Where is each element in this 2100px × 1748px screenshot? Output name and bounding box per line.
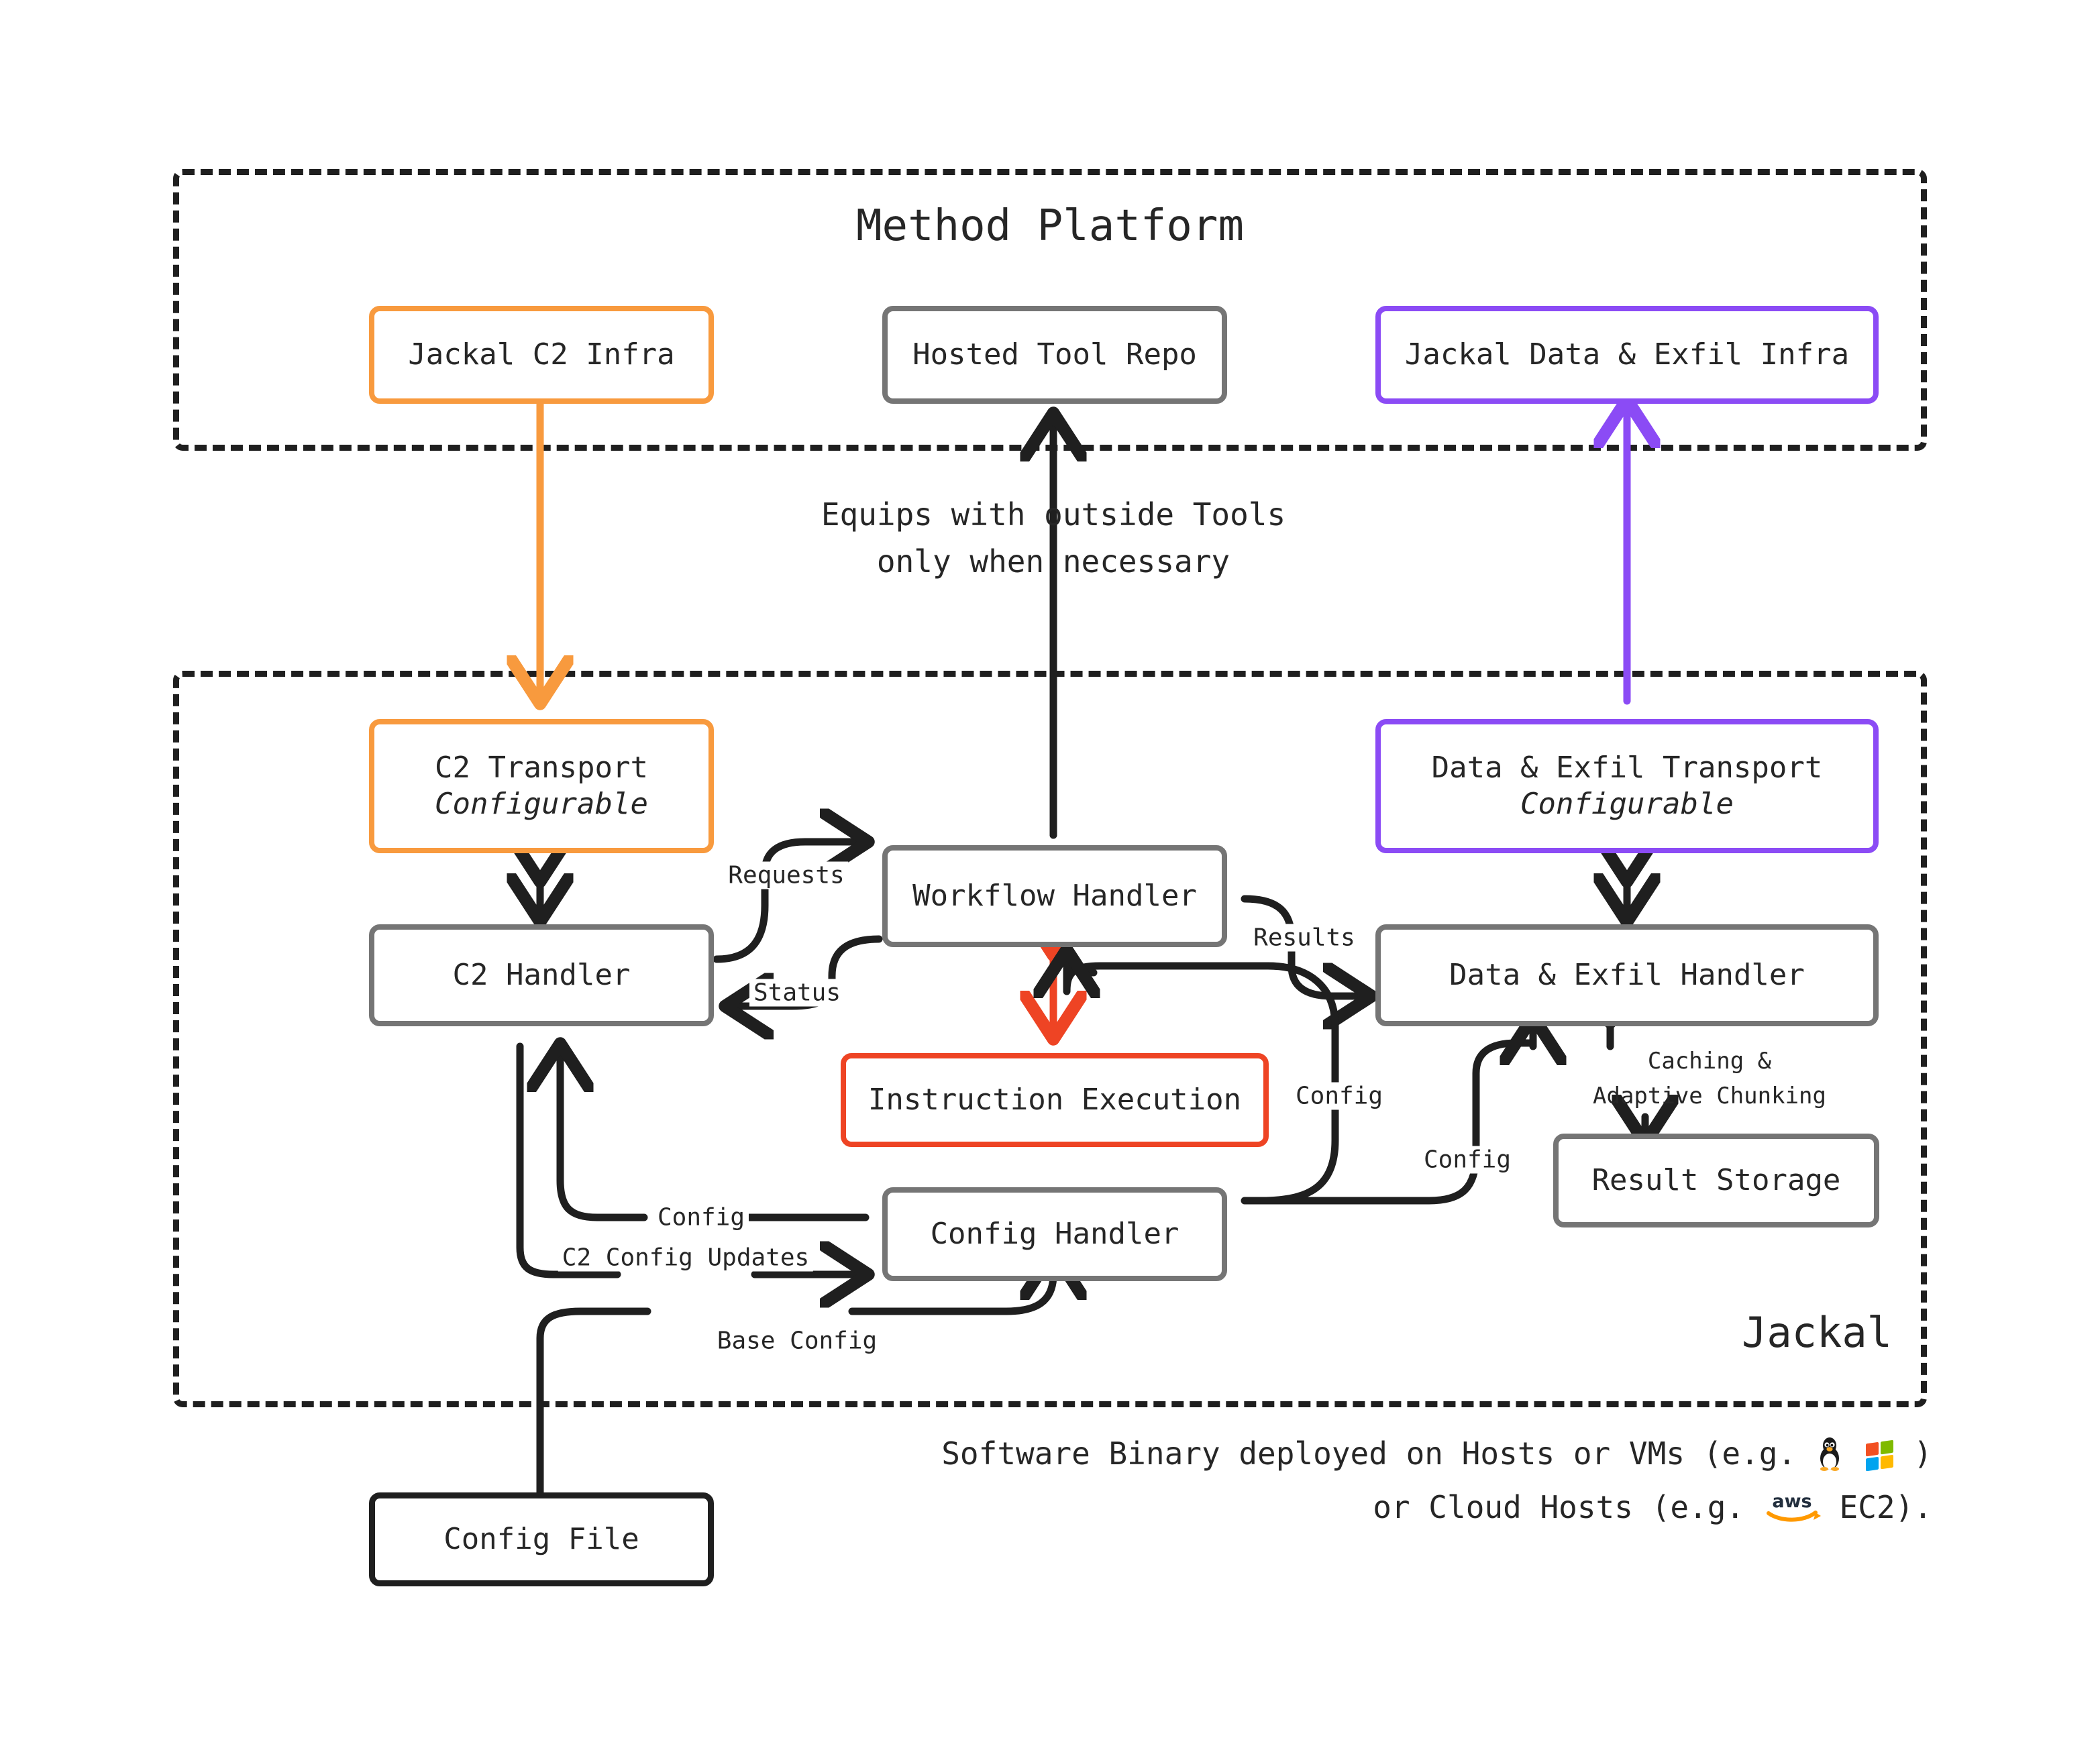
- edge-label-base-config: Base Config: [713, 1327, 882, 1355]
- edge-label-config-workflow: Config: [1291, 1082, 1387, 1110]
- footnote-line2: or Cloud Hosts (e.g. aws EC2).: [805, 1489, 1932, 1532]
- edge-label-config-datahandler: Config: [1419, 1146, 1516, 1174]
- node-c2-handler[interactable]: C2 Handler: [369, 924, 714, 1026]
- edge-label-caching-line1: Caching &: [1647, 1048, 1772, 1075]
- aws-logo-icon: aws: [1763, 1490, 1821, 1532]
- node-data-exfil-transport[interactable]: Data & Exfil Transport Configurable: [1375, 719, 1879, 853]
- node-workflow-handler[interactable]: Workflow Handler: [882, 845, 1227, 947]
- node-config-file[interactable]: Config File: [369, 1492, 714, 1586]
- linux-tux-icon: [1815, 1436, 1844, 1478]
- method-platform-title: Method Platform: [856, 201, 1244, 251]
- node-sublabel: Configurable: [435, 787, 648, 821]
- node-result-storage[interactable]: Result Storage: [1553, 1134, 1879, 1227]
- node-hosted-tool-repo[interactable]: Hosted Tool Repo: [882, 306, 1227, 404]
- node-label: Jackal C2 Infra: [408, 337, 675, 372]
- node-label: Jackal Data & Exfil Infra: [1404, 337, 1850, 372]
- footnote-line2-close: EC2).: [1839, 1489, 1932, 1525]
- node-label: Data & Exfil Transport: [1431, 751, 1823, 785]
- windows-logo-icon: [1863, 1439, 1895, 1478]
- node-label: C2 Transport: [435, 751, 648, 785]
- node-label: Instruction Execution: [868, 1083, 1242, 1117]
- edge-label-results: Results: [1249, 924, 1359, 952]
- edge-label-config-c2handler: Config: [653, 1203, 749, 1232]
- node-jackal-data-exfil-infra[interactable]: Jackal Data & Exfil Infra: [1375, 306, 1879, 404]
- node-label: Config File: [443, 1522, 639, 1557]
- footnote-line2-text: or Cloud Hosts (e.g.: [1373, 1489, 1745, 1525]
- footnote-line1: Software Binary deployed on Hosts or VMs…: [805, 1435, 1932, 1478]
- footnote-line1-close: ): [1913, 1435, 1932, 1472]
- footnote-line1-text: Software Binary deployed on Hosts or VMs…: [941, 1435, 1797, 1472]
- node-sublabel: Configurable: [1520, 787, 1734, 821]
- edge-label-c2-config-updates: C2 Config Updates: [558, 1244, 814, 1272]
- node-label: C2 Handler: [452, 958, 631, 993]
- node-config-handler[interactable]: Config Handler: [882, 1187, 1227, 1281]
- node-label: Data & Exfil Handler: [1449, 958, 1805, 993]
- node-label: Config Handler: [930, 1217, 1179, 1252]
- equips-note-line2: only when necessary: [876, 543, 1230, 580]
- node-instruction-execution[interactable]: Instruction Execution: [841, 1053, 1269, 1147]
- node-c2-transport[interactable]: C2 Transport Configurable: [369, 719, 714, 853]
- node-data-exfil-handler[interactable]: Data & Exfil Handler: [1375, 924, 1879, 1026]
- node-jackal-c2-infra[interactable]: Jackal C2 Infra: [369, 306, 714, 404]
- node-label: Result Storage: [1591, 1163, 1841, 1198]
- svg-text:aws: aws: [1772, 1491, 1812, 1512]
- node-label: Hosted Tool Repo: [912, 337, 1197, 372]
- edge-label-status: Status: [749, 979, 845, 1007]
- node-label: Workflow Handler: [912, 879, 1197, 914]
- edge-label-caching-line2: Adaptive Chunking: [1593, 1083, 1826, 1109]
- jackal-group-label: Jackal: [1742, 1308, 1892, 1357]
- edge-label-requests: Requests: [724, 861, 849, 889]
- equips-note-line1: Equips with outside Tools: [821, 496, 1286, 533]
